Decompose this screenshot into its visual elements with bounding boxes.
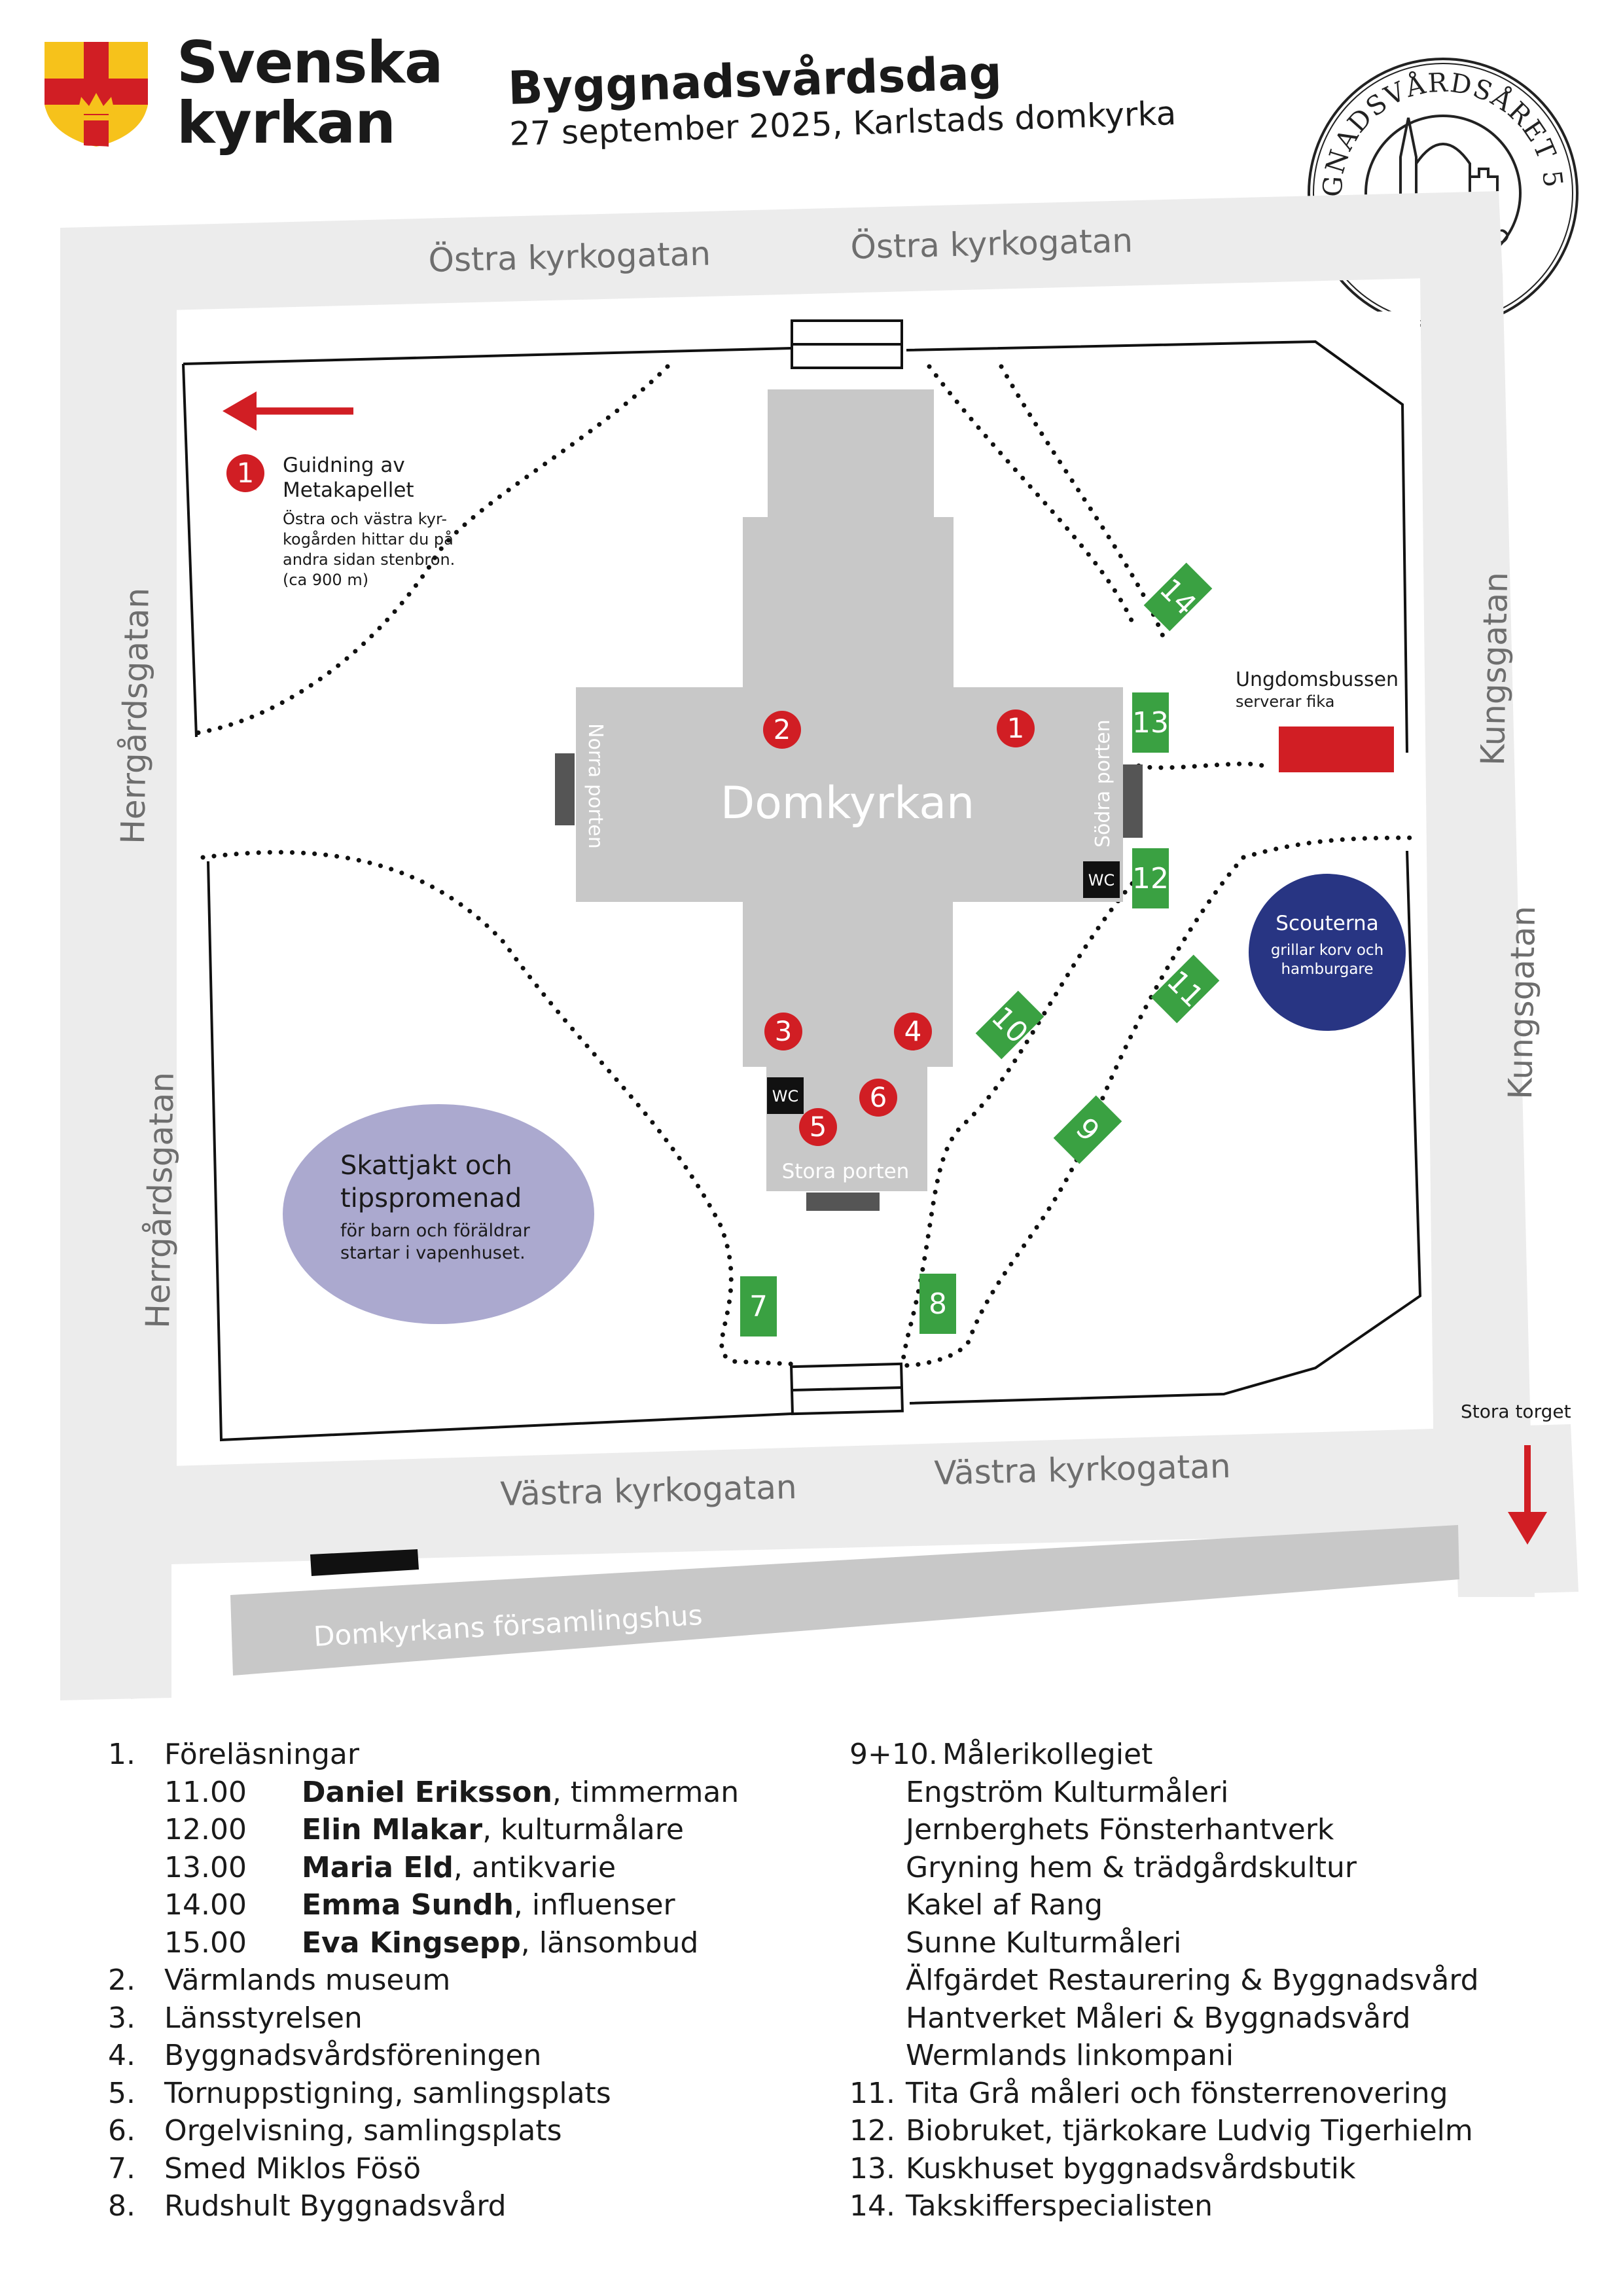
south-door bbox=[1123, 764, 1143, 838]
legend-subitem: Engström Kulturmåleri bbox=[906, 1775, 1229, 1809]
churchyard-fence bbox=[182, 340, 1422, 1442]
legend-item: 1.Föreläsningar bbox=[108, 1738, 359, 1771]
marker-red-4: 4 bbox=[894, 1013, 932, 1050]
legend-item: 2.Värmlands museum bbox=[108, 1964, 451, 1997]
legend-item: 6.Orgelvisning, samlingsplats bbox=[108, 2114, 562, 2147]
marker-red-3: 3 bbox=[764, 1013, 802, 1050]
marker-red-1-metakapellet: 1 bbox=[226, 454, 264, 492]
north-door-label: Norra porten bbox=[584, 723, 607, 849]
youth-bus-title: Ungdomsbussen bbox=[1236, 668, 1399, 691]
legend-right: 9+10.Målerikollegiet Engström Kulturmåle… bbox=[849, 1736, 1582, 2225]
legend-item: 8.Rudshult Byggnadsvård bbox=[108, 2189, 507, 2223]
legend-item: 9+10.Målerikollegiet bbox=[849, 1738, 1153, 1771]
legend-item: 11.Tita Grå måleri och fönsterrenovering bbox=[849, 2076, 1448, 2110]
street-label-south-west: Västra kyrkogatan bbox=[500, 1468, 797, 1513]
street-label-north-west: Östra kyrkogatan bbox=[428, 234, 711, 279]
marker-red-2: 2 bbox=[763, 711, 801, 749]
stora-torget-label: Stora torget bbox=[1461, 1401, 1571, 1422]
marker-green-8: 8 bbox=[919, 1274, 956, 1334]
area-map: Domkyrkans församlingshus Domkyrkan Norr… bbox=[60, 191, 1578, 1700]
wc-box-east bbox=[1083, 861, 1120, 898]
legend-subitem: Jernberghets Fönsterhantverk bbox=[906, 1813, 1334, 1846]
wc-box-south bbox=[767, 1077, 804, 1114]
scouts-note: Scouterna grillar korv och hamburgare bbox=[1251, 910, 1403, 979]
street-south bbox=[170, 1427, 1501, 1564]
brand-line-2: kyrkan bbox=[177, 89, 396, 156]
arrow-left-icon bbox=[223, 391, 353, 431]
youth-bus-text: serverar fika bbox=[1236, 692, 1335, 711]
legend-subitem: Hantverket Måleri & Byggnadsvård bbox=[906, 2001, 1411, 2035]
youth-bus-note: Ungdomsbussen serverar fika bbox=[1236, 668, 1399, 711]
youth-bus bbox=[1279, 726, 1394, 772]
scouts-text: grillar korv och hamburgare bbox=[1270, 942, 1384, 978]
metakapellet-text: Östra och västra kyr-kogården hittar du … bbox=[283, 510, 455, 589]
parish-house-building bbox=[230, 1525, 1459, 1676]
treasure-hunt-title: Skattjakt och tipspromenad bbox=[340, 1151, 522, 1213]
scouts-area bbox=[1249, 874, 1406, 1031]
street-label-west-upper: Herrgårdsgatan bbox=[114, 587, 156, 844]
wc-label-east: WC bbox=[1088, 871, 1115, 889]
street-west-upper bbox=[60, 228, 177, 1466]
marker-red-1: 1 bbox=[997, 709, 1035, 747]
treasure-hunt-note: Skattjakt och tipspromenad för barn och … bbox=[340, 1149, 563, 1265]
wc-label-south: WC bbox=[772, 1087, 799, 1105]
parish-house-door bbox=[310, 1549, 419, 1576]
scouts-title: Scouterna bbox=[1275, 912, 1379, 935]
street-label-west-lower: Herrgårdsgatan bbox=[139, 1071, 181, 1329]
street-label-north-east: Östra kyrkogatan bbox=[850, 221, 1133, 266]
legend-item: 12.Biobruket, tjärkokare Ludvig Tigerhie… bbox=[849, 2114, 1473, 2147]
treasure-hunt-area bbox=[283, 1104, 594, 1324]
svenska-kyrkan-logo bbox=[45, 42, 148, 147]
legend-subitem: Sunne Kulturmåleri bbox=[906, 1926, 1182, 1960]
cathedral-label: Domkyrkan bbox=[721, 778, 974, 829]
street-east-upper bbox=[1420, 274, 1501, 1429]
footpaths bbox=[194, 364, 1423, 1368]
legend-subitem: Älfgärdet Restaurering & Byggnadsvård bbox=[906, 1964, 1479, 1997]
treasure-hunt-text: för barn och föräldrar startar i vapenhu… bbox=[340, 1221, 530, 1263]
street-label-east-upper: Kungsgatan bbox=[1474, 571, 1515, 766]
brand-name: Svenska kyrkan bbox=[177, 29, 443, 156]
marker-green-7: 7 bbox=[740, 1276, 777, 1336]
legend-item: 4.Byggnadsvårdsföreningen bbox=[108, 2039, 542, 2072]
street-label-south-east: Västra kyrkogatan bbox=[934, 1447, 1231, 1492]
marker-green-12: 12 bbox=[1132, 848, 1169, 908]
main-door bbox=[806, 1193, 880, 1211]
metakapellet-note: Guidning av Metakapellet Östra och västr… bbox=[283, 453, 499, 590]
north-door bbox=[555, 753, 575, 825]
legend-item: 3.Länsstyrelsen bbox=[108, 2001, 363, 2035]
street-label-east-lower: Kungsgatan bbox=[1501, 905, 1543, 1100]
brand-line-1: Svenska bbox=[177, 29, 443, 96]
legend-subitem: Gryning hem & trädgårdskultur bbox=[906, 1850, 1357, 1884]
marker-red-6: 6 bbox=[859, 1079, 897, 1117]
legend-subitem: Wermlands linkompani bbox=[906, 2039, 1234, 2072]
marker-red-5: 5 bbox=[799, 1108, 837, 1146]
south-door-label: Södra porten bbox=[1092, 719, 1115, 848]
metakapellet-title: Guidning av Metakapellet bbox=[283, 454, 414, 502]
legend-item: 5.Tornuppstigning, samlingsplats bbox=[108, 2076, 611, 2110]
legend-item: 13.Kuskhuset byggnadsvårdsbutik bbox=[849, 2151, 1356, 2185]
cathedral-building bbox=[576, 389, 1123, 1191]
legend-subitem: Kakel af Rang bbox=[906, 1888, 1103, 1922]
legend-item: 7.Smed Miklos Fösö bbox=[108, 2151, 421, 2185]
marker-green-13: 13 bbox=[1132, 692, 1169, 753]
arrow-down-icon bbox=[1508, 1445, 1547, 1545]
main-door-label: Stora porten bbox=[782, 1160, 910, 1183]
legend-item: 14.Takskifferspecialisten bbox=[849, 2189, 1213, 2223]
street-north bbox=[60, 191, 1503, 313]
street-west-lower bbox=[60, 1465, 171, 1700]
